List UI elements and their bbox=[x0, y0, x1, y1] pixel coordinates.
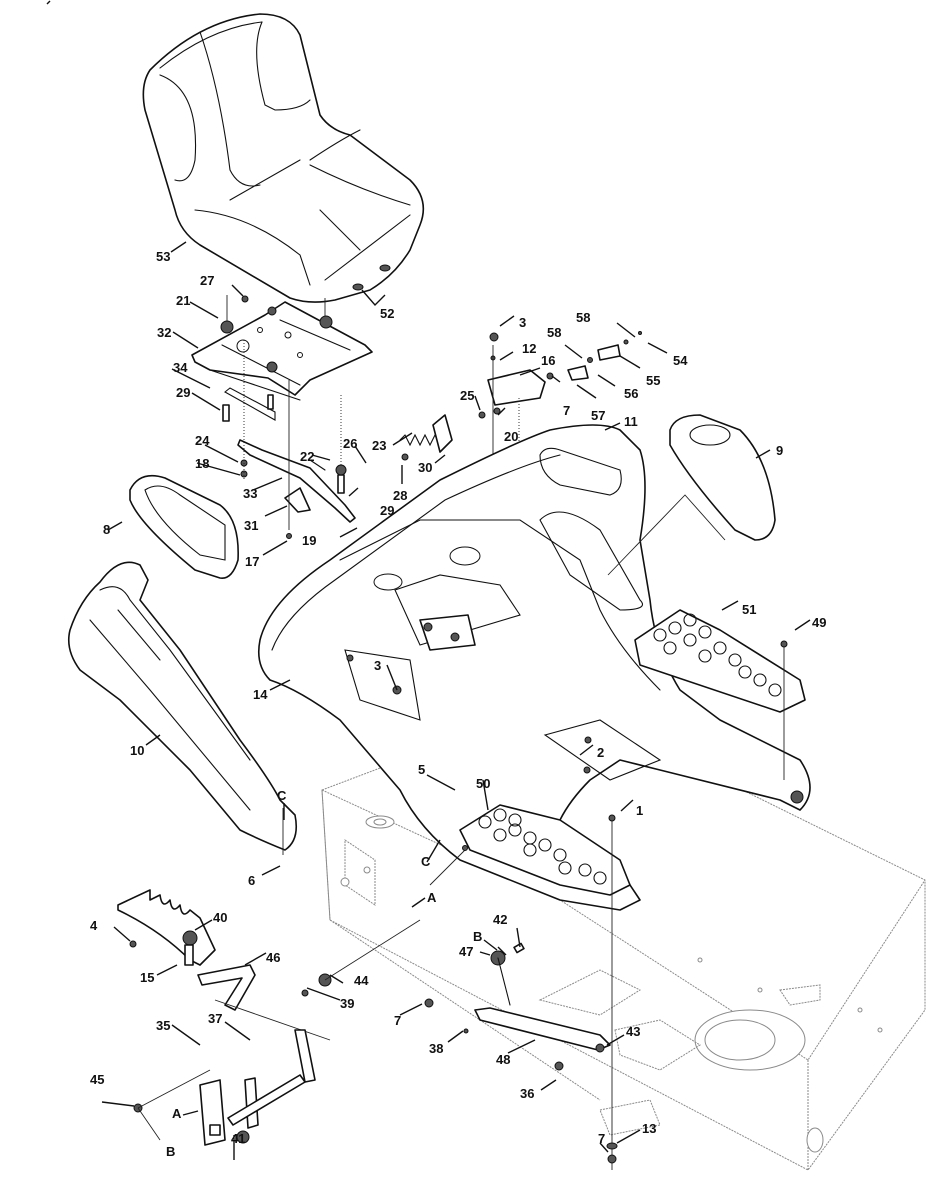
bracket-35 bbox=[199, 1029, 316, 1146]
callout-43: 43 bbox=[626, 1024, 640, 1039]
callout-21: 21 bbox=[176, 293, 190, 308]
ref-A-lower: A bbox=[172, 1106, 182, 1121]
callout-5: 5 bbox=[418, 762, 425, 777]
callout-31: 31 bbox=[244, 518, 258, 533]
callout-labels: 53 27 21 52 32 34 29 24 18 33 22 26 23 3… bbox=[90, 249, 826, 1146]
callout-1: 1 bbox=[636, 803, 643, 818]
callout-7a: 7 bbox=[563, 403, 570, 418]
callout-22: 22 bbox=[300, 449, 314, 464]
callout-34: 34 bbox=[173, 360, 188, 375]
ref-B-lower: B bbox=[166, 1144, 175, 1159]
callout-32: 32 bbox=[157, 325, 171, 340]
reference-letters: C C A A B B bbox=[166, 788, 482, 1159]
callout-55: 55 bbox=[646, 373, 660, 388]
seat bbox=[142, 13, 425, 303]
callout-29b: 29 bbox=[380, 503, 394, 518]
callout-53: 53 bbox=[156, 249, 170, 264]
callout-50: 50 bbox=[476, 776, 490, 791]
callout-18: 18 bbox=[195, 456, 209, 471]
callout-30: 30 bbox=[418, 460, 432, 475]
handle-46 bbox=[197, 964, 256, 1011]
callout-45: 45 bbox=[90, 1072, 104, 1087]
callout-3b: 3 bbox=[374, 658, 381, 673]
callout-46: 46 bbox=[266, 950, 280, 965]
callout-12: 12 bbox=[522, 341, 536, 356]
seat-pan bbox=[191, 301, 373, 421]
left-fender bbox=[67, 561, 298, 851]
callout-4: 4 bbox=[90, 918, 98, 933]
callout-39: 39 bbox=[340, 996, 354, 1011]
callout-13: 13 bbox=[642, 1121, 656, 1136]
callout-19: 19 bbox=[302, 533, 316, 548]
ref-C-center: C bbox=[421, 854, 431, 869]
ref-B-upper: B bbox=[473, 929, 482, 944]
callout-7c: 7 bbox=[598, 1131, 605, 1146]
callout-10: 10 bbox=[130, 743, 144, 758]
main-fender bbox=[257, 424, 811, 911]
callout-26: 26 bbox=[343, 436, 357, 451]
callout-15: 15 bbox=[140, 970, 154, 985]
callout-49: 49 bbox=[812, 615, 826, 630]
callout-23: 23 bbox=[372, 438, 386, 453]
callout-54: 54 bbox=[673, 353, 688, 368]
switch-lever bbox=[237, 439, 356, 539]
callout-24: 24 bbox=[195, 433, 210, 448]
callout-2: 2 bbox=[597, 745, 604, 760]
ref-C-left: C bbox=[277, 788, 287, 803]
callout-47: 47 bbox=[459, 944, 473, 959]
height-plate bbox=[117, 889, 216, 966]
left-armrest bbox=[129, 474, 239, 579]
bolt-27 bbox=[241, 295, 249, 303]
callout-11: 11 bbox=[624, 414, 638, 429]
callout-44: 44 bbox=[354, 973, 369, 988]
callout-9: 9 bbox=[776, 443, 783, 458]
callout-52: 52 bbox=[380, 306, 394, 321]
washer-52a bbox=[352, 283, 364, 291]
washer-52b bbox=[379, 264, 391, 272]
callout-27: 27 bbox=[200, 273, 214, 288]
leader-lines bbox=[101, 241, 811, 1160]
callout-7b: 7 bbox=[394, 1013, 401, 1028]
left-footrest bbox=[459, 804, 631, 896]
callout-48: 48 bbox=[496, 1052, 510, 1067]
callout-35: 35 bbox=[156, 1018, 170, 1033]
right-footrest bbox=[634, 609, 806, 713]
callout-57: 57 bbox=[591, 408, 605, 423]
callout-36: 36 bbox=[520, 1086, 534, 1101]
callout-42: 42 bbox=[493, 912, 507, 927]
callout-58a: 58 bbox=[547, 325, 561, 340]
right-armrest bbox=[669, 414, 776, 541]
callout-37: 37 bbox=[208, 1011, 222, 1026]
callout-17: 17 bbox=[245, 554, 259, 569]
spring-23 bbox=[399, 433, 441, 447]
link-bar bbox=[424, 942, 618, 1164]
callout-38: 38 bbox=[429, 1041, 443, 1056]
callout-51: 51 bbox=[742, 602, 756, 617]
callout-6: 6 bbox=[248, 873, 255, 888]
callout-28: 28 bbox=[393, 488, 407, 503]
callout-41: 41 bbox=[231, 1131, 245, 1146]
callout-14: 14 bbox=[253, 687, 268, 702]
callout-40: 40 bbox=[213, 910, 227, 925]
callout-56: 56 bbox=[624, 386, 638, 401]
callout-29a: 29 bbox=[176, 385, 190, 400]
callout-8: 8 bbox=[103, 522, 110, 537]
callout-33: 33 bbox=[243, 486, 257, 501]
callout-58b: 58 bbox=[576, 310, 590, 325]
callout-20: 20 bbox=[504, 429, 518, 444]
ref-A-upper: A bbox=[427, 890, 437, 905]
clip-39 bbox=[301, 989, 309, 997]
callout-3a: 3 bbox=[519, 315, 526, 330]
callout-16: 16 bbox=[541, 353, 555, 368]
callout-25: 25 bbox=[460, 388, 474, 403]
